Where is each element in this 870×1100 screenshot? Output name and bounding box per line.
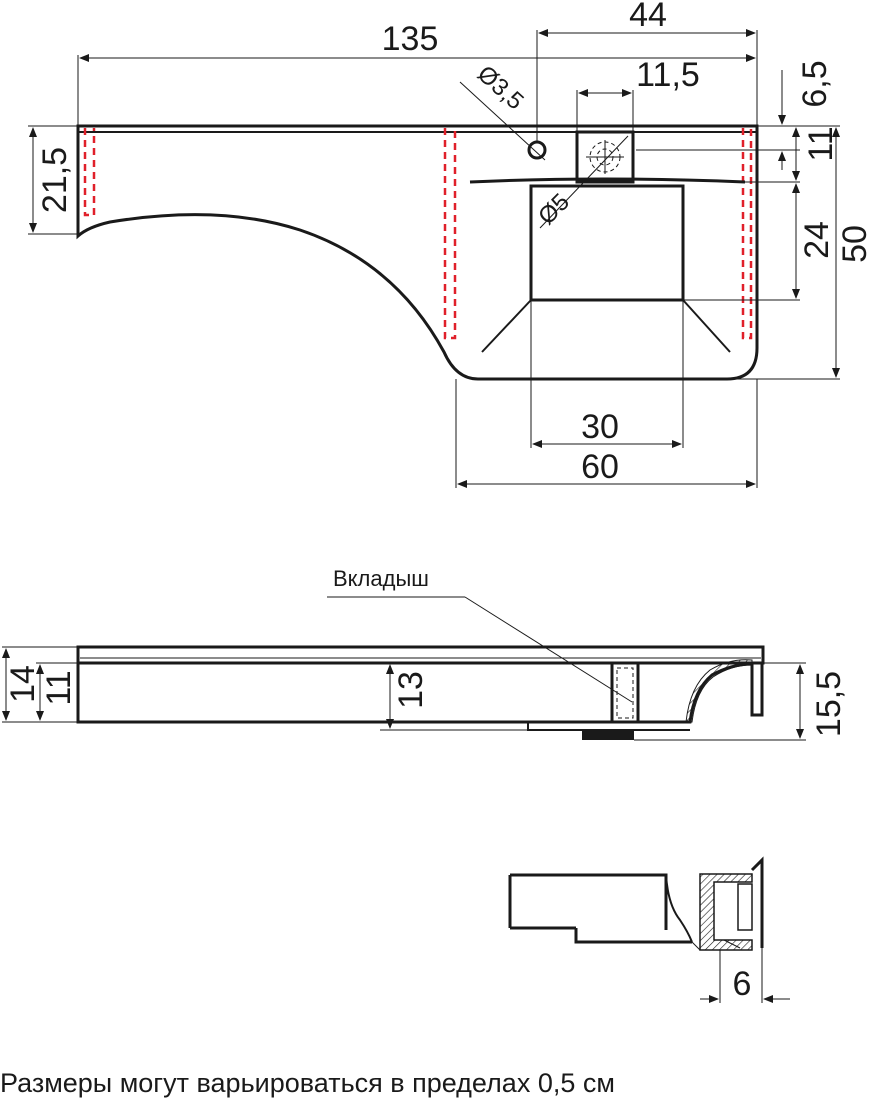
section-detail-lines [691,939,741,951]
dim-bowl-width: 30 [581,408,619,446]
dim-body-height: 11 [40,670,78,705]
hidden-wall-middle [443,128,457,340]
dim-right-top: 11 [802,126,840,161]
dim-edge-offset: 6,5 [796,60,834,107]
dim-bowl-depth: 24 [798,221,836,259]
dim-total-length: 135 [382,20,439,58]
side-view: Вкладыш 14 11 13 15,5 [2,566,848,741]
hidden-wall-right [741,128,753,340]
bowl-slope-left [481,299,532,353]
dim-right-height: 15,5 [810,671,848,737]
top-view: Ø3,5 Ø5 135 44 11,5 21,5 6,5 11 [28,0,870,488]
side-body [76,663,614,724]
dim-right-part: 44 [629,0,667,34]
small-hole-leader [459,81,546,161]
dim-inner-height: 13 [392,671,430,709]
dim-wall: 6 [733,965,752,1003]
section-bowl-curve [665,874,693,943]
section-drain-plate [574,928,692,944]
side-top-slab [76,645,765,665]
section-wall-hatch [699,873,753,951]
top-view-outline [76,124,759,381]
side-insert [610,661,640,724]
section-view: 6 [508,856,790,1003]
dim-small-diameter: Ø3,5 [472,60,529,115]
dim-total-width: 50 [836,225,870,263]
side-insert-hidden [616,667,634,719]
drain-leader [539,135,629,229]
dim-total-height: 14 [4,665,42,703]
dim-base-width: 60 [581,448,619,486]
footnote: Размеры могут варьироваться в пределах 0… [0,1068,615,1098]
side-bowl-section [685,659,753,723]
section-right-flange [750,856,764,948]
dim-left-height: 21,5 [36,147,74,213]
insert-leader-diag [464,596,633,703]
drain-housing [575,130,635,184]
insert-label: Вкладыш [333,566,429,591]
dim-hole-offset: 11,5 [636,56,700,94]
hidden-wall-left [83,128,96,217]
section-wall-slot [737,883,753,931]
bowl-slope-right [682,299,731,353]
side-drain-nut [582,730,634,740]
bowl-bottom [529,184,685,302]
section-top-edge [510,873,668,930]
dim-drain-diameter: Ø5 [533,189,575,231]
bowl-rim [469,177,746,184]
small-hole-circle [527,140,547,160]
